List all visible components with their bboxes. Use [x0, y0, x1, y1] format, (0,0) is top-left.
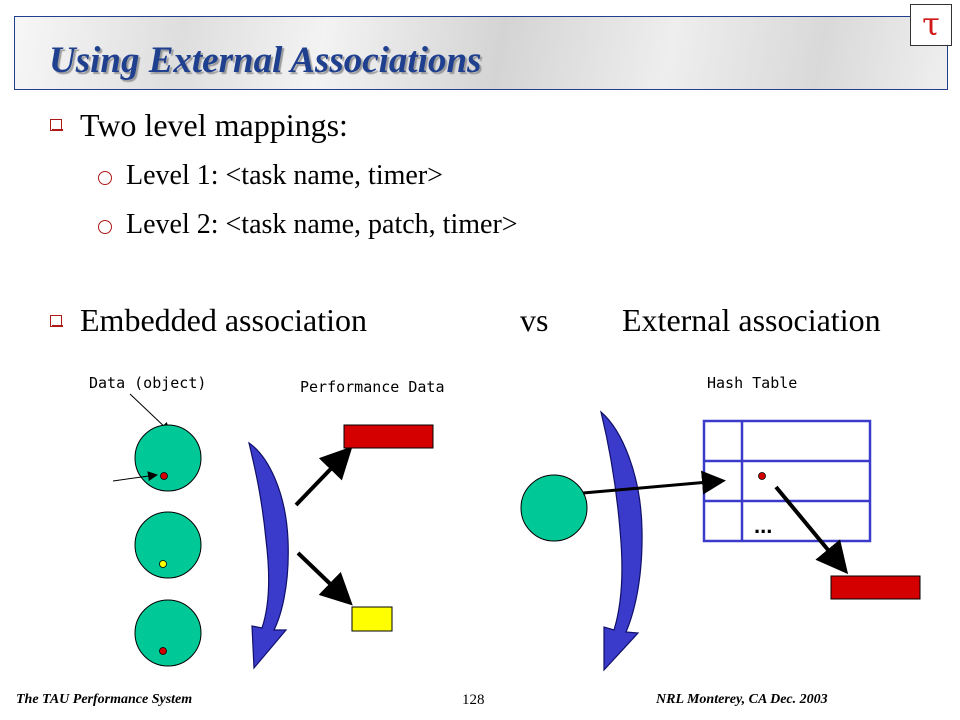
tau-logo: τ — [910, 4, 952, 46]
arrow-object-to-hash — [582, 470, 726, 495]
data-object-2 — [134, 511, 202, 579]
bullet-embedded: Embedded association — [80, 302, 368, 338]
bullet-level1: Level 1: <task name, timer> — [126, 160, 443, 191]
hash-table — [702, 419, 872, 543]
data-object-1 — [134, 424, 202, 492]
hash-entry-red-dot — [758, 472, 766, 480]
arrow-hash-to-data — [774, 485, 849, 575]
mapping-curved-arrow-icon — [248, 441, 289, 670]
embedded-pointer-arrow — [112, 471, 158, 482]
page-number: 128 — [462, 692, 485, 708]
bullet-vs: vs — [520, 302, 549, 338]
bullet-level2: Level 2: <task name, patch, timer> — [126, 209, 518, 240]
bullet-icon — [50, 119, 63, 131]
data-object-3 — [134, 599, 202, 667]
footer-right: NRL Monterey, CA Dec. 2003 — [656, 692, 828, 707]
bullet-icon — [50, 315, 63, 327]
embedded-yellow-dot — [159, 560, 167, 568]
performance-data-red — [343, 424, 434, 449]
data-object-label: Data (object) — [89, 374, 207, 392]
footer-left: The TAU Performance System — [16, 692, 193, 707]
performance-data-yellow — [351, 606, 393, 632]
sub-bullet-icon — [98, 220, 112, 234]
sub-bullet-icon — [98, 171, 112, 185]
hash-table-label: Hash Table — [707, 374, 798, 392]
slide-title: Using External Associations — [49, 40, 482, 81]
embedded-red-dot-2 — [159, 647, 167, 655]
bullet-two-level: Two level mappings: — [80, 107, 348, 143]
embedded-red-dot — [160, 472, 168, 480]
hash-table-ellipsis: ... — [754, 513, 772, 538]
hash-curved-arrow-icon — [599, 410, 643, 672]
external-performance-data-red — [830, 575, 921, 600]
bullet-external: External association — [622, 302, 881, 338]
arrow-to-red-box — [294, 446, 353, 507]
external-data-object — [520, 474, 588, 542]
arrow-to-yellow-box — [296, 551, 353, 606]
performance-data-label: Performance Data — [300, 378, 445, 396]
data-object-pointer — [129, 393, 171, 433]
title-bar: Using External Associations — [14, 16, 948, 90]
